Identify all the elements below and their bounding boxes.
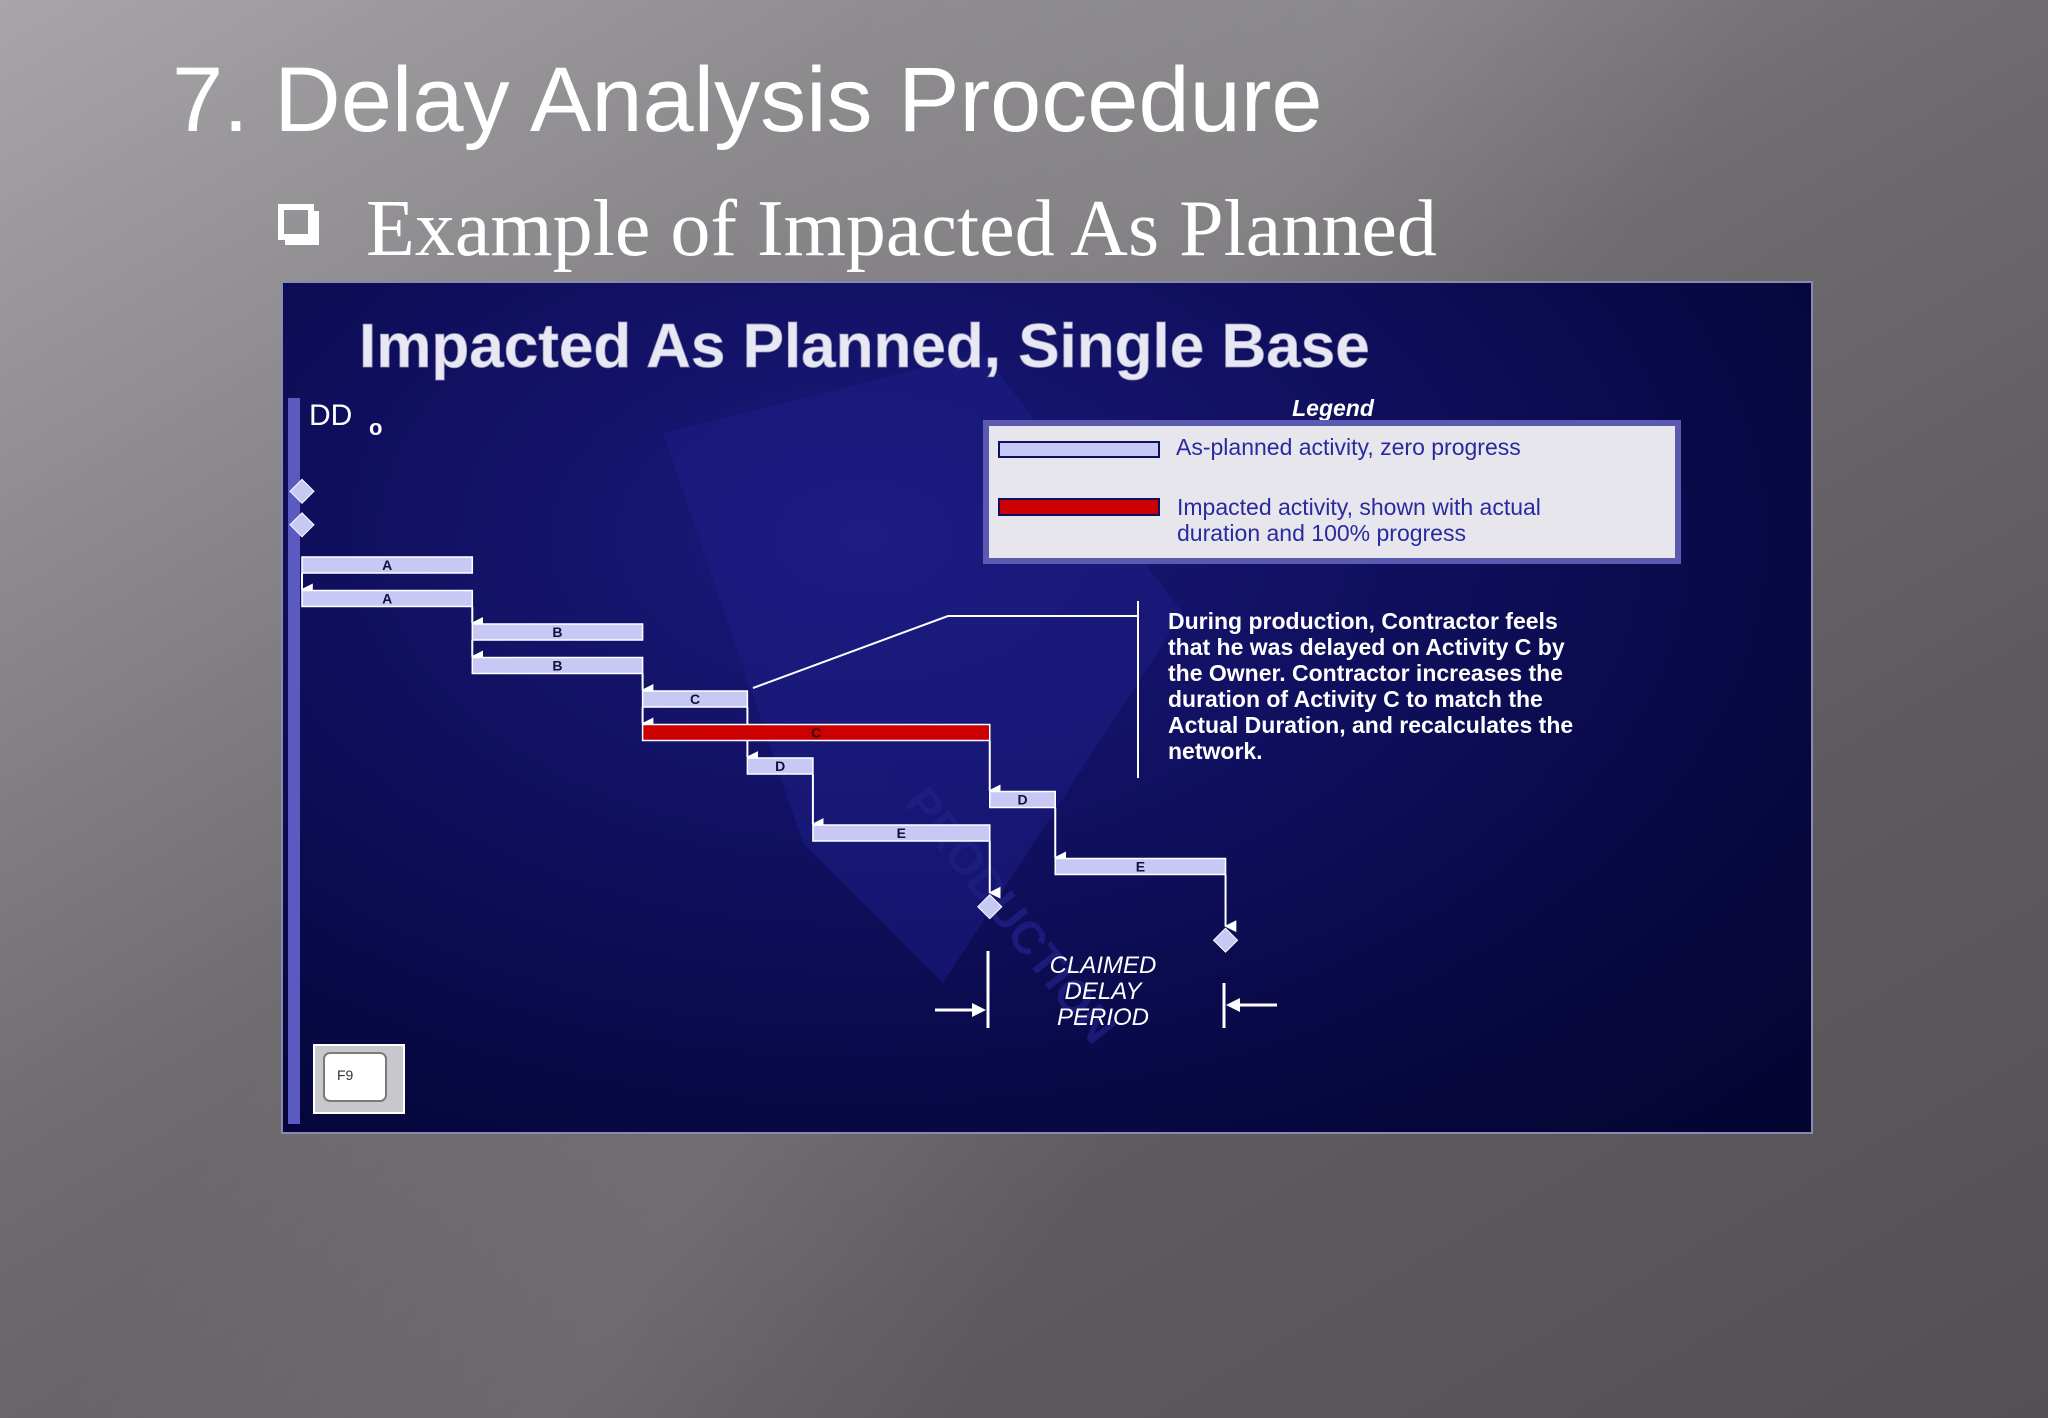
planned-activity-bar — [471, 623, 644, 641]
legend-heading: Legend — [1292, 395, 1375, 421]
annotation-leader-line — [752, 615, 1138, 689]
planned-activity-bar — [1054, 857, 1227, 876]
delay-arrowhead-left — [972, 1003, 986, 1017]
planned-activity-bar — [641, 690, 749, 708]
annotation-line: duration of Activity C to match the — [1168, 686, 1543, 712]
activity-label: A — [382, 591, 392, 607]
annotation-line: network. — [1168, 738, 1263, 764]
annotation-line: that he was delayed on Activity C by — [1168, 634, 1565, 660]
schedule-figure: PRODUCTION Impacted As Planned, Single B… — [281, 281, 1813, 1134]
activity-label: D — [1017, 792, 1027, 808]
gantt-chart: A A B B C C D D E E — [289, 478, 1239, 953]
legend-text-planned: As-planned activity, zero progress — [1176, 434, 1521, 460]
claimed-delay-label: DELAY — [1065, 978, 1144, 1005]
planned-activity-bar — [812, 824, 991, 842]
legend-text-impacted-1: Impacted activity, shown with actual — [1177, 494, 1541, 520]
dd-subscript: o — [369, 415, 382, 440]
planned-activity-bar — [471, 656, 644, 675]
activity-label: A — [382, 557, 392, 573]
annotation-line: the Owner. Contractor increases the — [1168, 660, 1563, 686]
annotation-text: During production, Contractor feels that… — [1168, 608, 1573, 764]
milestone-diamond — [977, 893, 1003, 920]
figure-title: Impacted As Planned, Single Base — [359, 312, 1370, 381]
planned-activity-bar — [301, 589, 474, 608]
key-badge-cap — [323, 1052, 387, 1102]
planned-activity-bar — [746, 757, 814, 775]
activity-label: E — [897, 825, 906, 841]
checkbox-bullet-icon — [278, 204, 314, 240]
left-time-bar — [288, 398, 300, 1124]
claimed-delay-label: CLAIMED — [1050, 952, 1157, 979]
legend-box: As-planned activity, zero progress Impac… — [983, 420, 1681, 564]
activity-label: B — [552, 624, 562, 640]
delay-arrowhead-right — [1226, 998, 1240, 1012]
key-badge-label: F9 — [337, 1067, 354, 1083]
activity-label: C — [690, 691, 700, 707]
f9-key-badge: F9 — [313, 1044, 405, 1114]
activity-label: E — [1136, 859, 1145, 875]
bullet-text: Example of Impacted As Planned — [366, 185, 1437, 273]
planned-activity-bar — [989, 790, 1056, 809]
activity-label: C — [811, 725, 821, 741]
milestone-diamond — [289, 478, 315, 505]
annotation-line: Actual Duration, and recalculates the — [1168, 712, 1573, 738]
annotation-line: During production, Contractor feels — [1168, 608, 1558, 634]
legend-text-impacted-2: duration and 100% progress — [1177, 520, 1466, 546]
legend-swatch-impacted — [998, 498, 1160, 516]
legend-swatch-planned — [998, 441, 1160, 458]
planned-activity-bar — [301, 556, 474, 574]
activity-label: D — [775, 758, 785, 774]
slide-title: 7. Delay Analysis Procedure — [172, 49, 1323, 151]
claimed-delay-period: CLAIMED DELAY PERIOD — [935, 951, 1277, 1031]
claimed-delay-label: PERIOD — [1057, 1004, 1149, 1031]
milestone-diamond — [289, 512, 315, 538]
activity-label: B — [552, 658, 562, 674]
dd-label: DD — [309, 399, 352, 432]
milestone-diamond — [1212, 927, 1239, 953]
impacted-activity-bar — [641, 723, 991, 742]
schedule-diagram: PRODUCTION Impacted As Planned, Single B… — [288, 312, 1681, 1124]
